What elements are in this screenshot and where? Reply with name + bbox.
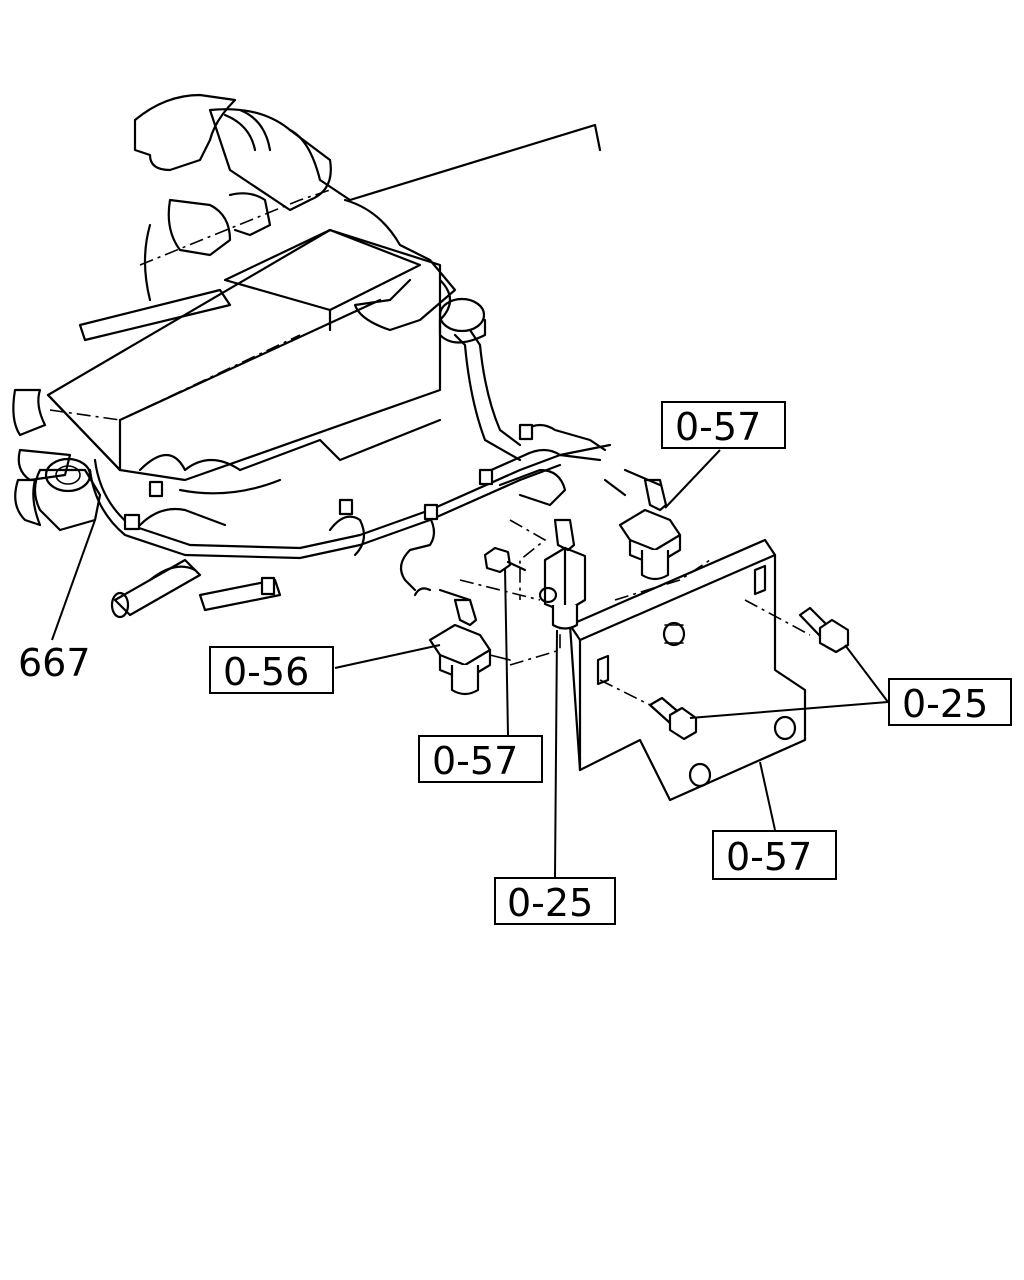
harness-clips: [123, 423, 534, 596]
vacuum-hose: [438, 297, 522, 462]
solenoid-valve-center: [538, 518, 587, 630]
callout-box-lower-0-57: 0-57: [712, 830, 837, 880]
callout-box-right-0-25: 0-25: [888, 678, 1012, 726]
coolant-hoses: [12, 388, 282, 619]
callout-label: 0-25: [507, 881, 594, 925]
callout-label: 0-57: [726, 835, 813, 879]
part-number-label: 667: [18, 641, 91, 685]
callout-label: 0-56: [223, 650, 310, 694]
callout-label: 0-57: [432, 739, 519, 783]
callout-box-0-56: 0-56: [209, 646, 334, 694]
callout-box-middle-0-57: 0-57: [418, 735, 543, 783]
callout-label: 0-25: [902, 682, 989, 726]
callout-label: 0-57: [675, 405, 762, 449]
bolts: [483, 546, 850, 741]
mounting-bracket: [568, 538, 807, 802]
callout-box-upper-0-57: 0-57: [661, 401, 786, 449]
leader-lines: [51, 449, 889, 878]
solenoid-valve-right: [603, 468, 682, 581]
intake-pipe: [78, 93, 602, 342]
solenoid-valve-0-56: [413, 587, 511, 696]
callout-box-lower-0-25: 0-25: [494, 877, 616, 925]
engine-block: [46, 228, 452, 495]
